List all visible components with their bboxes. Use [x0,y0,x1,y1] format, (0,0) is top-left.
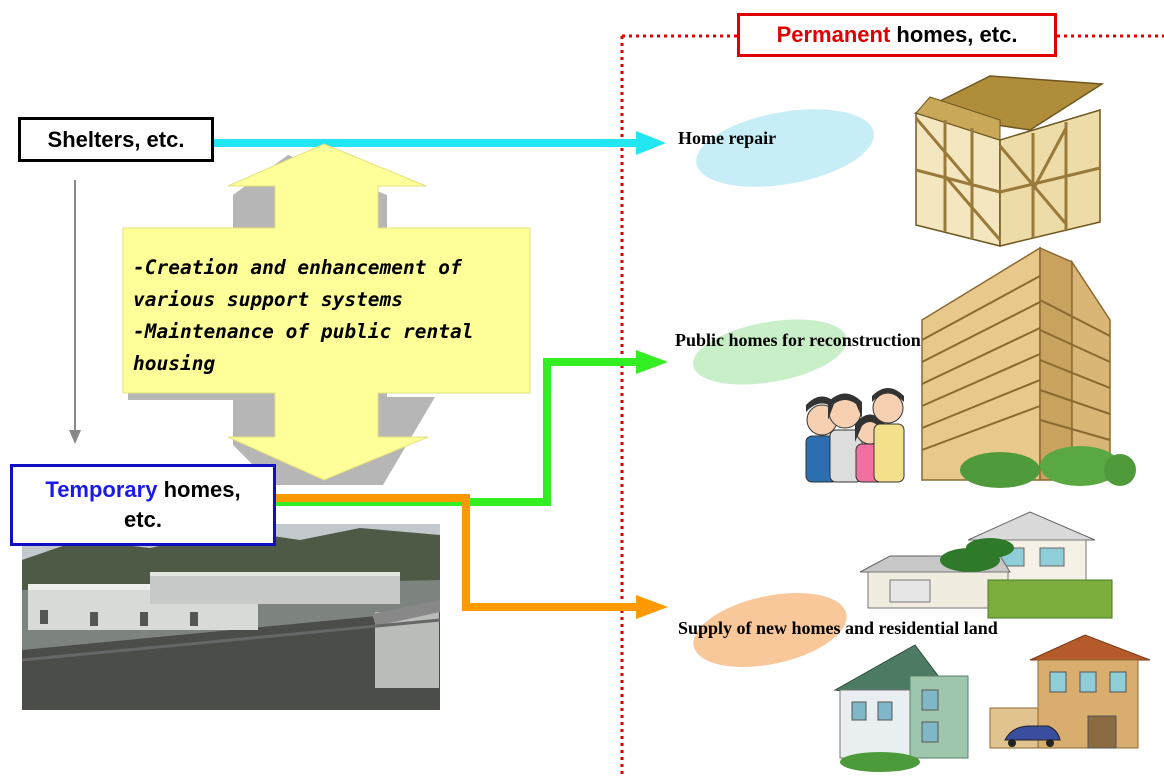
support-double-arrow [122,143,531,485]
timber-frame-house [913,75,1105,247]
shelter-to-temporary-arrow [69,180,81,444]
permanent-homes-box: Permanent homes, etc. [737,13,1057,57]
shelters-box: Shelters, etc. [18,117,214,162]
public-ellipse [693,319,847,385]
tan-house-with-car [989,634,1151,749]
repair-ellipse [696,109,874,187]
home-repair-label: Home repair [678,128,777,148]
public-homes-label: Public homes for reconstruction [675,330,921,350]
support-measures-text: -Creation and enhancement of various sup… [133,256,474,375]
supply-ellipse [693,592,847,668]
temporary-rest: homes, [157,477,241,502]
permanent-highlight: Permanent [776,22,891,47]
modern-green-house [833,644,969,772]
japanese-style-house [859,511,1113,619]
temporary-highlight: Temporary [45,477,158,502]
temporary-line2: etc. [124,507,162,532]
temporary-housing-photo [21,524,441,710]
arrow-to-home-repair [214,131,666,155]
temporary-homes-box: Temporary homes, etc. [10,464,276,546]
arrow-to-new-homes [276,494,668,619]
public-housing-building [921,246,1136,488]
shelters-label: Shelters, etc. [47,126,185,152]
permanent-rest: homes, etc. [890,22,1018,47]
divider-dotted-line [620,34,1164,776]
new-homes-supply-label: Supply of new homes and residential land [678,618,998,638]
family-people [805,388,905,483]
